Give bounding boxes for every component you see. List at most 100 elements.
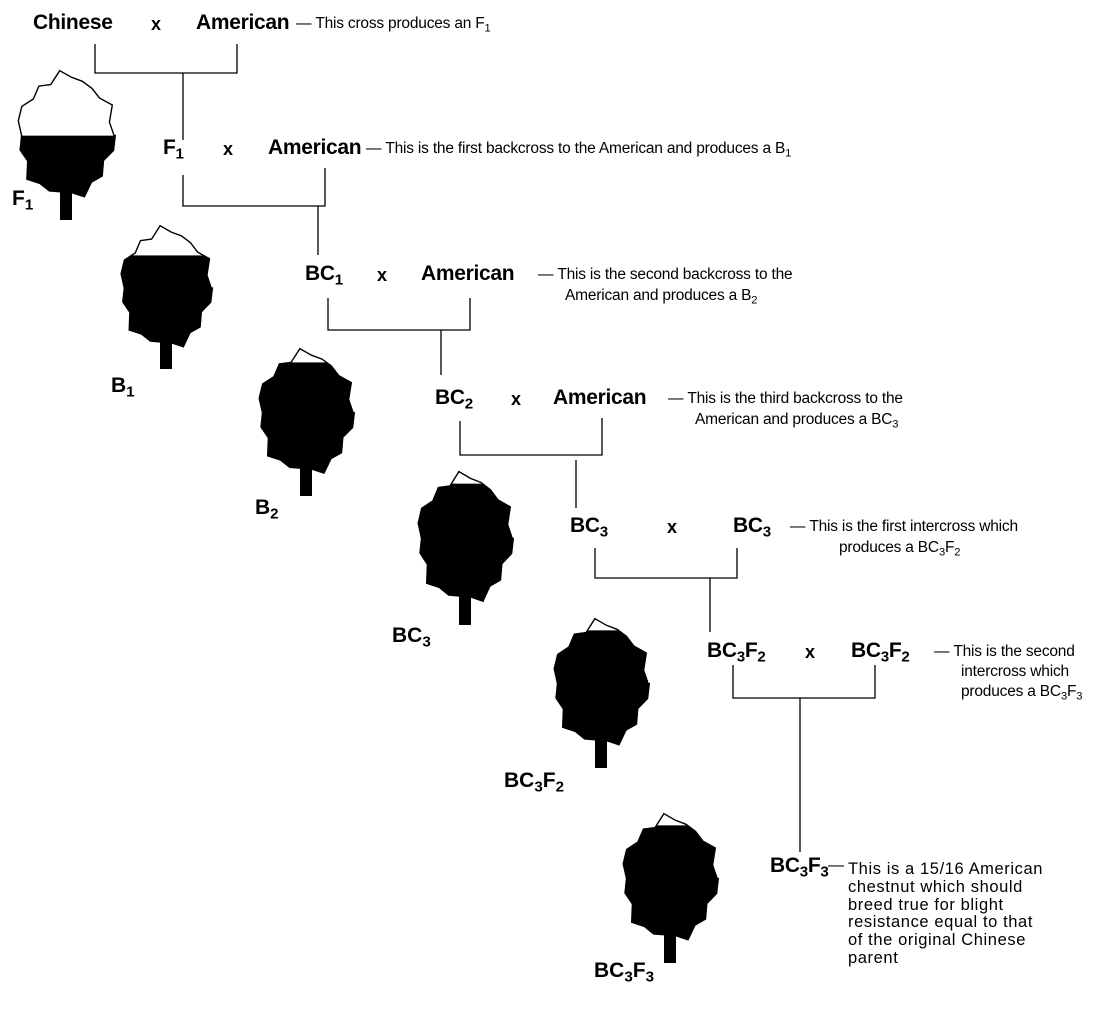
- chestnut-tree-icon: [417, 470, 515, 625]
- cross-note-3-line-2: American and produces a B2: [565, 287, 758, 307]
- crown-susceptible: [259, 348, 355, 474]
- crown-outline: [120, 224, 214, 348]
- parent-left-6: BC3F2: [707, 639, 766, 665]
- cross-note-6-line-2: intercross which: [961, 663, 1069, 681]
- parent-right-post: F: [888, 639, 902, 662]
- cross-note-4: — This is the third backcross to the: [668, 390, 903, 408]
- tree-label-1: F1: [12, 187, 33, 213]
- cross-note-6: — This is the second: [934, 643, 1075, 661]
- note-line-2: intercross which: [961, 663, 1069, 680]
- parent-right-6: BC3F2: [851, 639, 910, 665]
- cross-note-2: — This is the first backcross to the Ame…: [366, 140, 792, 160]
- cross-note-5: — This is the first intercross which: [790, 518, 1018, 536]
- connector-chinese-american: [94, 44, 238, 140]
- final-dash: —: [828, 857, 844, 874]
- note-sub: 3: [938, 546, 945, 559]
- note-line-1: This is the third backcross to the: [687, 390, 903, 407]
- note-dash: —: [790, 518, 806, 535]
- tree-label-base: BC: [504, 769, 535, 792]
- parent-right-base: BC: [851, 639, 881, 662]
- connector-bc1-american: [327, 298, 471, 375]
- parent-right-base: American: [421, 262, 515, 285]
- tree-label-post: F: [542, 769, 556, 792]
- final-node-sub: 3: [799, 863, 808, 881]
- note-text: American and produces a BC: [695, 411, 893, 428]
- crown-outline: [258, 347, 356, 474]
- note-sub: 3: [892, 418, 899, 431]
- note-sub: 1: [785, 147, 792, 160]
- parent-left-1: Chinese: [33, 12, 113, 33]
- crown-outline: [17, 69, 117, 198]
- parent-right-base: BC: [733, 514, 763, 537]
- parent-left-3: BC1: [305, 262, 343, 288]
- note-text: produces a BC: [961, 683, 1061, 700]
- parent-left-sub: 2: [464, 395, 473, 413]
- parent-right-post-sub: 2: [901, 648, 910, 666]
- tree-label-base: BC: [392, 624, 423, 647]
- parent-right-4: American: [553, 387, 647, 408]
- chestnut-tree-icon: [17, 69, 117, 220]
- connector-bc2-american: [459, 418, 603, 508]
- cross-note-3: — This is the second backcross to the: [538, 266, 793, 284]
- note-sub: 1: [484, 22, 491, 35]
- note-line-1: This is the second: [953, 643, 1075, 660]
- cross-symbol: x: [805, 642, 816, 662]
- final-node-base: BC: [770, 854, 800, 877]
- tree-label-sub: 3: [422, 633, 431, 651]
- tree-label-post-sub: 2: [555, 778, 564, 796]
- tree-label-3: B2: [255, 496, 279, 522]
- chestnut-tree-icon: [553, 617, 651, 768]
- crown-outline: [622, 812, 720, 941]
- note-text: This cross produces an F: [315, 15, 485, 32]
- crown-outline: [417, 470, 515, 603]
- cross-symbol: x: [667, 517, 678, 537]
- tree-label-base: B: [111, 374, 127, 397]
- parent-left-base: BC: [707, 639, 737, 662]
- tree-label-base: B: [255, 496, 271, 519]
- final-note-line: breed true for blight: [848, 895, 1004, 914]
- tree-label-base: F: [12, 187, 25, 210]
- chestnut-tree-icon: [120, 224, 214, 369]
- cross-note-4-line-2: American and produces a BC3: [695, 411, 899, 431]
- chestnut-tree-icon: [258, 347, 356, 496]
- tree-label-base: BC: [594, 959, 625, 982]
- cross-note-1: — This cross produces an F1: [296, 15, 491, 35]
- tree-label-5: BC3F2: [504, 769, 564, 795]
- parent-left-base: Chinese: [33, 11, 113, 34]
- tree-label-sub: 1: [126, 383, 135, 401]
- crown-resistant: [623, 813, 719, 826]
- crown-susceptible: [554, 618, 650, 745]
- cross-symbol: x: [377, 265, 388, 285]
- note-sub: 2: [751, 294, 758, 307]
- parent-right-sub: 3: [762, 523, 771, 541]
- final-node-post-sub: 3: [820, 863, 829, 881]
- note-line-1: This is the second backcross to the: [557, 266, 793, 283]
- final-note-line: resistance equal to that: [848, 913, 1034, 932]
- note-dash: —: [934, 643, 950, 660]
- final-note-line: parent: [848, 949, 899, 968]
- parent-right-base: American: [268, 136, 362, 159]
- note-dash: —: [366, 140, 382, 157]
- crown-outline: [553, 617, 651, 746]
- parent-right-2: American: [268, 136, 362, 159]
- cross-note-6-line-3: produces a BC3F3: [961, 683, 1082, 702]
- parent-left-base: BC: [305, 262, 335, 285]
- parent-left-5: BC3: [570, 514, 608, 540]
- tree-label-post-sub: 3: [645, 968, 654, 986]
- parent-left-post-sub: 2: [757, 648, 766, 666]
- tree-label-sub: 1: [24, 196, 34, 214]
- note-text: This is the first backcross to the Ameri…: [385, 140, 786, 157]
- tree-label-sub: 3: [534, 778, 543, 796]
- note-text: F: [944, 539, 955, 556]
- connector-bc3f2-bc3f2: [732, 665, 876, 852]
- crown-resistant: [554, 618, 650, 631]
- parent-right-base: American: [196, 11, 290, 34]
- parent-left-base: F: [163, 136, 176, 159]
- cross-symbol: x: [223, 139, 234, 159]
- parent-left-base: BC: [570, 514, 600, 537]
- parent-right-5: BC3: [733, 514, 771, 540]
- parent-left-sub: 3: [736, 648, 745, 666]
- tree-label-4: BC3: [392, 624, 431, 650]
- final-node-post: F: [807, 854, 821, 877]
